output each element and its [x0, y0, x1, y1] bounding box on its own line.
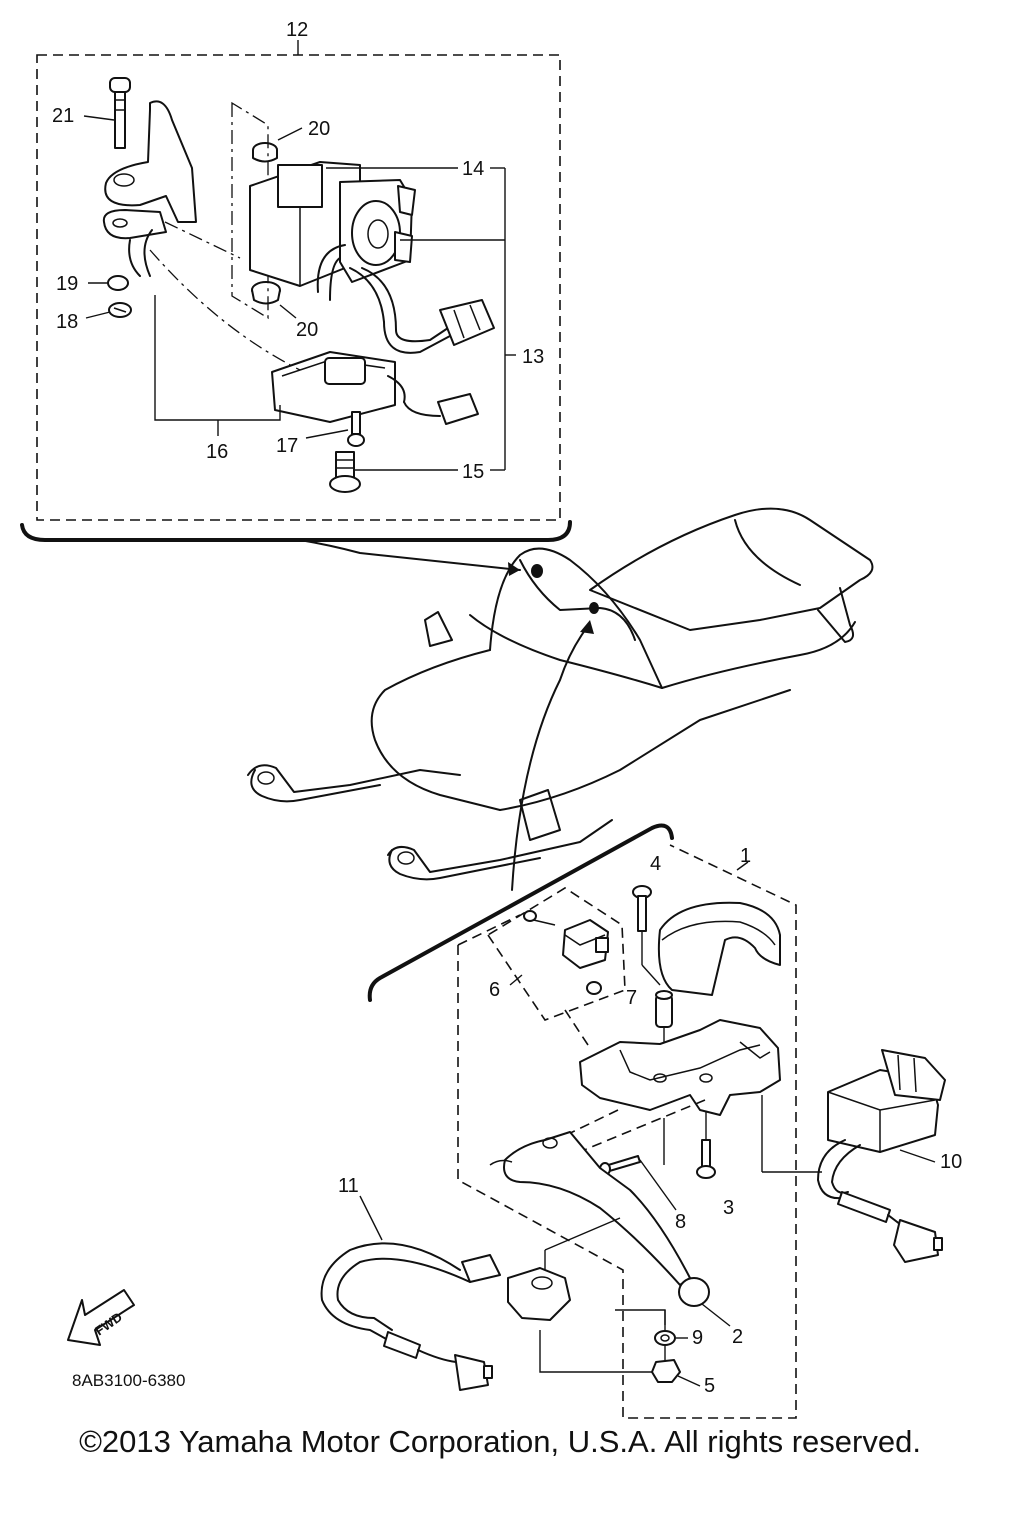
callout-9: 9 — [692, 1327, 703, 1349]
callout-16: 16 — [206, 441, 228, 463]
callout-15: 15 — [462, 461, 484, 483]
callout-3: 3 — [723, 1197, 734, 1219]
lower-bracket-heavy — [367, 823, 674, 1002]
lock-washer-part-18 — [108, 302, 132, 318]
connector-part-16-lower — [437, 393, 479, 425]
inset-bracket-heavy — [20, 520, 572, 542]
callout-20-lower: 20 — [296, 319, 318, 341]
callout-6: 6 — [489, 979, 500, 1001]
callout-20-upper: 20 — [308, 118, 330, 140]
callout-11: 11 — [338, 1175, 359, 1197]
housing-part-16-lower — [271, 351, 396, 423]
bolt-part-3 — [696, 1139, 716, 1179]
callout-12: 12 — [286, 19, 308, 41]
callout-5: 5 — [704, 1375, 715, 1397]
washer-part-19 — [107, 275, 129, 291]
callout-17: 17 — [276, 435, 298, 457]
callout-4: 4 — [650, 853, 661, 875]
callout-1: 1 — [740, 845, 751, 867]
callout-14: 14 — [462, 158, 484, 180]
callout-7: 7 — [626, 987, 637, 1009]
callout-10: 10 — [940, 1151, 962, 1173]
inset-box-12 — [36, 40, 561, 521]
callout-2: 2 — [732, 1326, 743, 1348]
callout-19: 19 — [56, 273, 78, 295]
fwd-arrow-icon: FWD — [67, 1289, 135, 1346]
bolt-part-15 — [329, 451, 361, 493]
callout-labels: 12 21 20 14 19 18 20 13 17 16 15 1 4 6 7… — [52, 19, 962, 1397]
screw-part-8 — [599, 1155, 641, 1176]
snowmobile-outline — [247, 507, 874, 881]
grommet-part-20-upper — [252, 142, 278, 163]
grommet-part-20-lower — [251, 281, 281, 305]
washer-part-9 — [654, 1330, 676, 1346]
control-unit-part-14 — [249, 161, 416, 287]
bracket-part-16 — [102, 100, 197, 277]
diagram-code: 8AB3100-6380 — [72, 1371, 185, 1390]
collar-part-7 — [655, 990, 673, 1028]
grip-cover-part-1 — [657, 901, 781, 996]
throttle-housing-part-1 — [579, 1019, 781, 1116]
control-box-part-10 — [817, 1049, 946, 1263]
nut-part-5 — [651, 1359, 681, 1383]
screw-part-17 — [347, 411, 365, 447]
lever-part-2 — [489, 1131, 710, 1307]
connector-part-13-upper — [439, 299, 495, 346]
bolt-part-4 — [632, 885, 652, 932]
bolt-part-21 — [109, 77, 131, 149]
callout-21: 21 — [52, 105, 74, 127]
assembly-box-1 — [457, 844, 797, 1419]
switch-part-6 — [523, 910, 609, 995]
callout-13: 13 — [522, 346, 544, 368]
callout-8: 8 — [675, 1211, 686, 1233]
pointer-arrow-lower — [511, 625, 589, 891]
copyright-notice: ©2013 Yamaha Motor Corporation, U.S.A. A… — [79, 1424, 921, 1459]
pointer-arrow-upper — [299, 539, 521, 571]
throttle-switch-part-11 — [320, 1242, 571, 1391]
callout-18: 18 — [56, 311, 78, 333]
